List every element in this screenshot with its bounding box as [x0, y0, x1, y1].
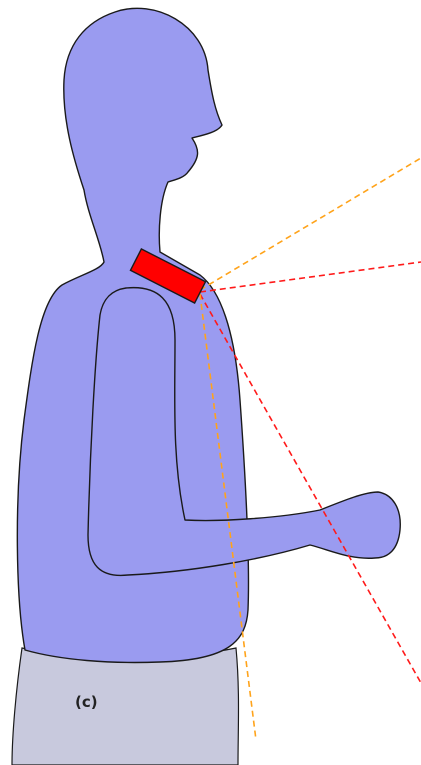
- human-arm: [88, 288, 400, 576]
- panel-label: (c): [75, 693, 98, 711]
- seat: [12, 648, 239, 765]
- ray-orange-up: [200, 158, 421, 290]
- ray-red-up: [200, 262, 421, 292]
